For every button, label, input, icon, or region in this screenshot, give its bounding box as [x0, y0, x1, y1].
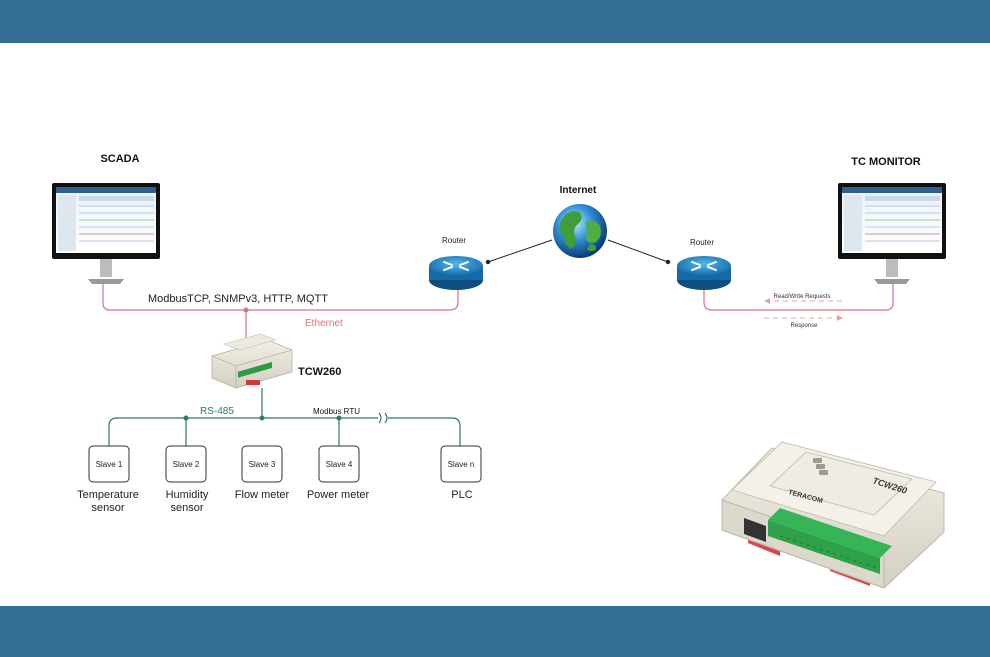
- internet-link-right: [607, 239, 669, 263]
- tc-monitor-icon: [838, 183, 946, 284]
- ethernet-junction: [243, 307, 249, 313]
- ethernet-line: [102, 284, 459, 311]
- slave-caption: Humidity: [166, 489, 209, 501]
- slave-box: [165, 445, 207, 483]
- globe-icon: [553, 204, 607, 258]
- rs485-bus: [108, 417, 378, 446]
- tcw260-product-image: TERACOM TCW260: [721, 441, 945, 589]
- slave-box: [318, 445, 360, 483]
- slave-caption: Power meter: [307, 489, 370, 501]
- scada-monitor-icon: [52, 183, 160, 284]
- tcw260-label: TCW260: [298, 366, 341, 378]
- link-dot: [665, 259, 671, 265]
- slave-box: [440, 445, 482, 483]
- slave-caption: Flow meter: [235, 489, 290, 501]
- tc-monitor-label: TC MONITOR: [851, 156, 921, 168]
- ethernet-label: Ethernet: [305, 318, 343, 329]
- bus-junction: [336, 415, 342, 421]
- modbus-rtu-label: Modbus RTU: [313, 407, 360, 416]
- slave-caption-line2: sensor: [170, 502, 203, 514]
- slave-box-label: Slave 3: [249, 460, 276, 469]
- tcw260-device-icon: [211, 333, 293, 389]
- internet-label: Internet: [560, 185, 597, 196]
- slave-box-label: Slave n: [448, 460, 475, 469]
- router-right-label: Router: [690, 238, 714, 247]
- response-label: Response: [790, 323, 818, 329]
- rs485-label: RS-485: [200, 406, 234, 417]
- slave-box-label: Slave 1: [96, 460, 123, 469]
- bottom-banner: [0, 606, 990, 657]
- router-icon-right: [677, 256, 731, 290]
- slave-box: [241, 445, 283, 483]
- slave-caption: PLC: [451, 489, 472, 501]
- slave-box-label: Slave 2: [173, 460, 200, 469]
- scada-label: SCADA: [100, 153, 139, 165]
- rw-requests-label: Read/Write Requests: [774, 294, 831, 300]
- request-arrowhead: [764, 298, 770, 304]
- slave-box: [88, 445, 130, 483]
- slave-caption: Temperature: [77, 489, 139, 501]
- router-left-label: Router: [442, 236, 466, 245]
- bus-junction: [183, 415, 189, 421]
- router-icon-left: [429, 256, 483, 290]
- protocols-label: ModbusTCP, SNMPv3, HTTP, MQTT: [148, 293, 328, 305]
- bus-junction: [259, 415, 265, 421]
- response-arrowhead: [837, 315, 843, 321]
- bus-break-icon: [378, 412, 388, 424]
- monitor-link-line: [703, 284, 894, 311]
- internet-link-left: [487, 239, 553, 263]
- link-dot: [485, 259, 491, 265]
- rs485-bus-continuation: [388, 417, 461, 446]
- slave-box-label: Slave 4: [326, 460, 353, 469]
- top-banner: [0, 0, 990, 43]
- slave-caption-line2: sensor: [91, 502, 124, 514]
